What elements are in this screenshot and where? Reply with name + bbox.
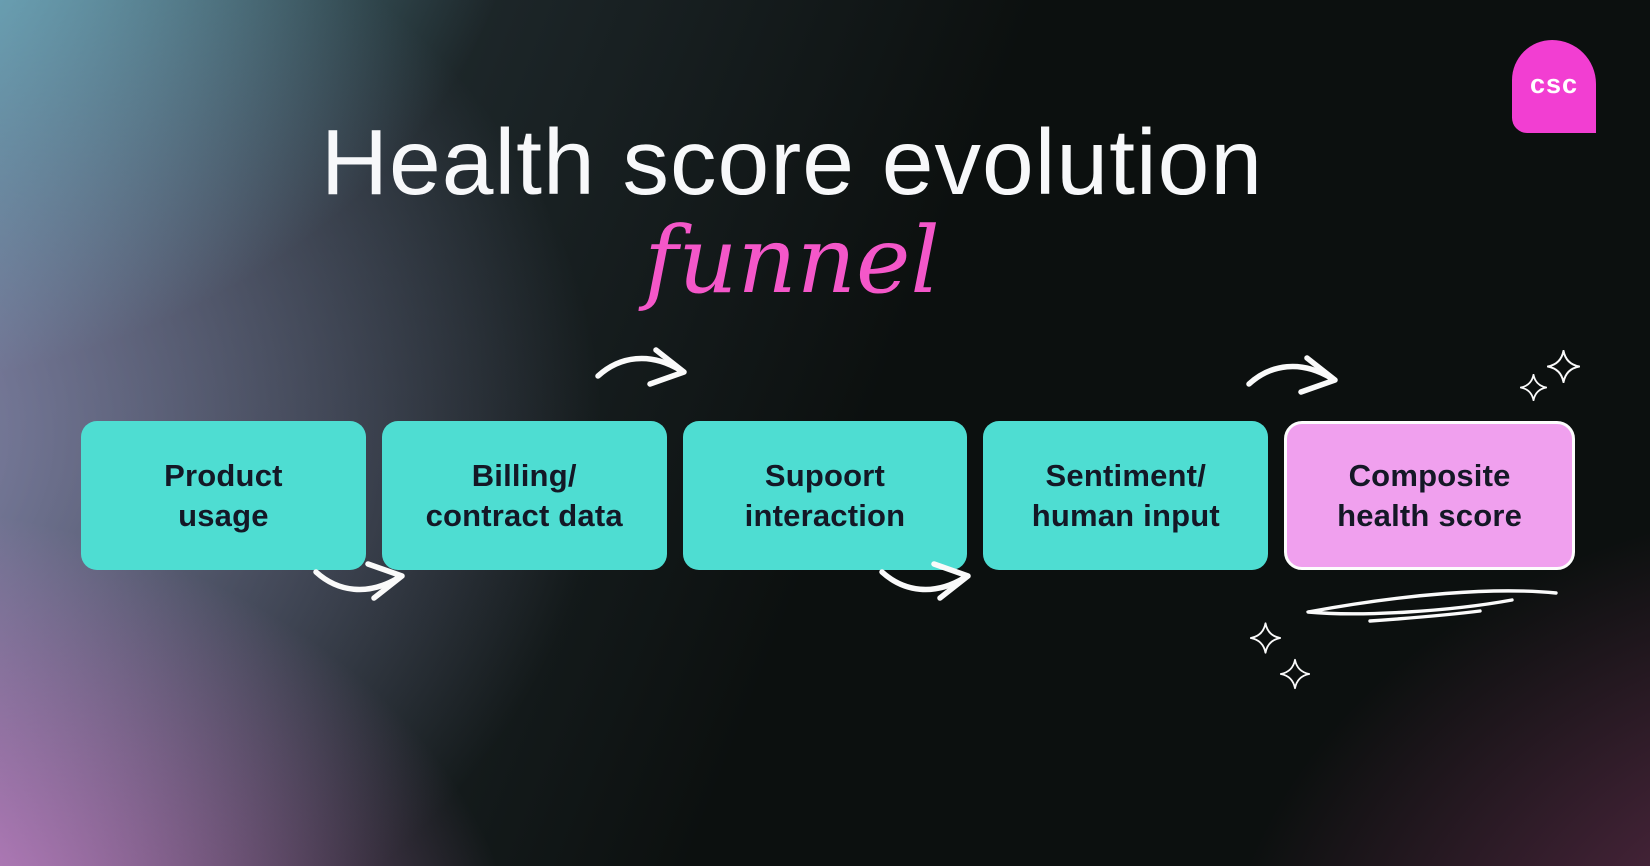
stage-label-line: contract data <box>425 497 623 533</box>
stage-label-line: usage <box>178 497 269 533</box>
stage-sentiment-human-input: Sentiment/ human input <box>983 421 1269 570</box>
curved-arrow-icon <box>592 340 707 392</box>
stage-label-line: Sentiment/ <box>1045 458 1207 494</box>
header: Health score evolution funnel <box>0 116 1617 307</box>
csc-logo-text: csc <box>1529 69 1579 99</box>
stage-label-line: human input <box>1031 497 1220 533</box>
scribble-underline-icon <box>1290 585 1560 627</box>
stage-label-line: interaction <box>744 497 906 533</box>
csc-logo: csc <box>1512 40 1596 133</box>
stage-label-line: health score <box>1337 497 1523 533</box>
curved-arrow-icon <box>876 556 991 608</box>
curved-arrow-icon <box>310 556 425 608</box>
sparkle-icon <box>1546 349 1581 384</box>
stage-label-line: Supoort <box>764 458 886 494</box>
stage-composite-health-score: Composite health score <box>1284 421 1575 570</box>
sparkle-icon <box>1249 620 1282 656</box>
stage-support-interaction: Supoort interaction <box>682 421 968 570</box>
stage-label-line: Product <box>164 458 283 494</box>
page-title-accent: funnel <box>644 207 940 314</box>
stage-billing-contract-data: Billing/ contract data <box>381 421 667 570</box>
stage-product-usage: Product usage <box>81 421 366 570</box>
stage-label-line: Composite <box>1348 458 1511 494</box>
sparkle-icon <box>1279 657 1311 691</box>
page-title: Health score evolution <box>320 110 1264 214</box>
sparkle-icon <box>1519 373 1548 402</box>
stage-label-line: Billing/ <box>471 458 577 494</box>
funnel-stage-row: Product usage Billing/ contract data Sup… <box>81 421 1575 570</box>
curved-arrow-icon <box>1243 348 1358 400</box>
